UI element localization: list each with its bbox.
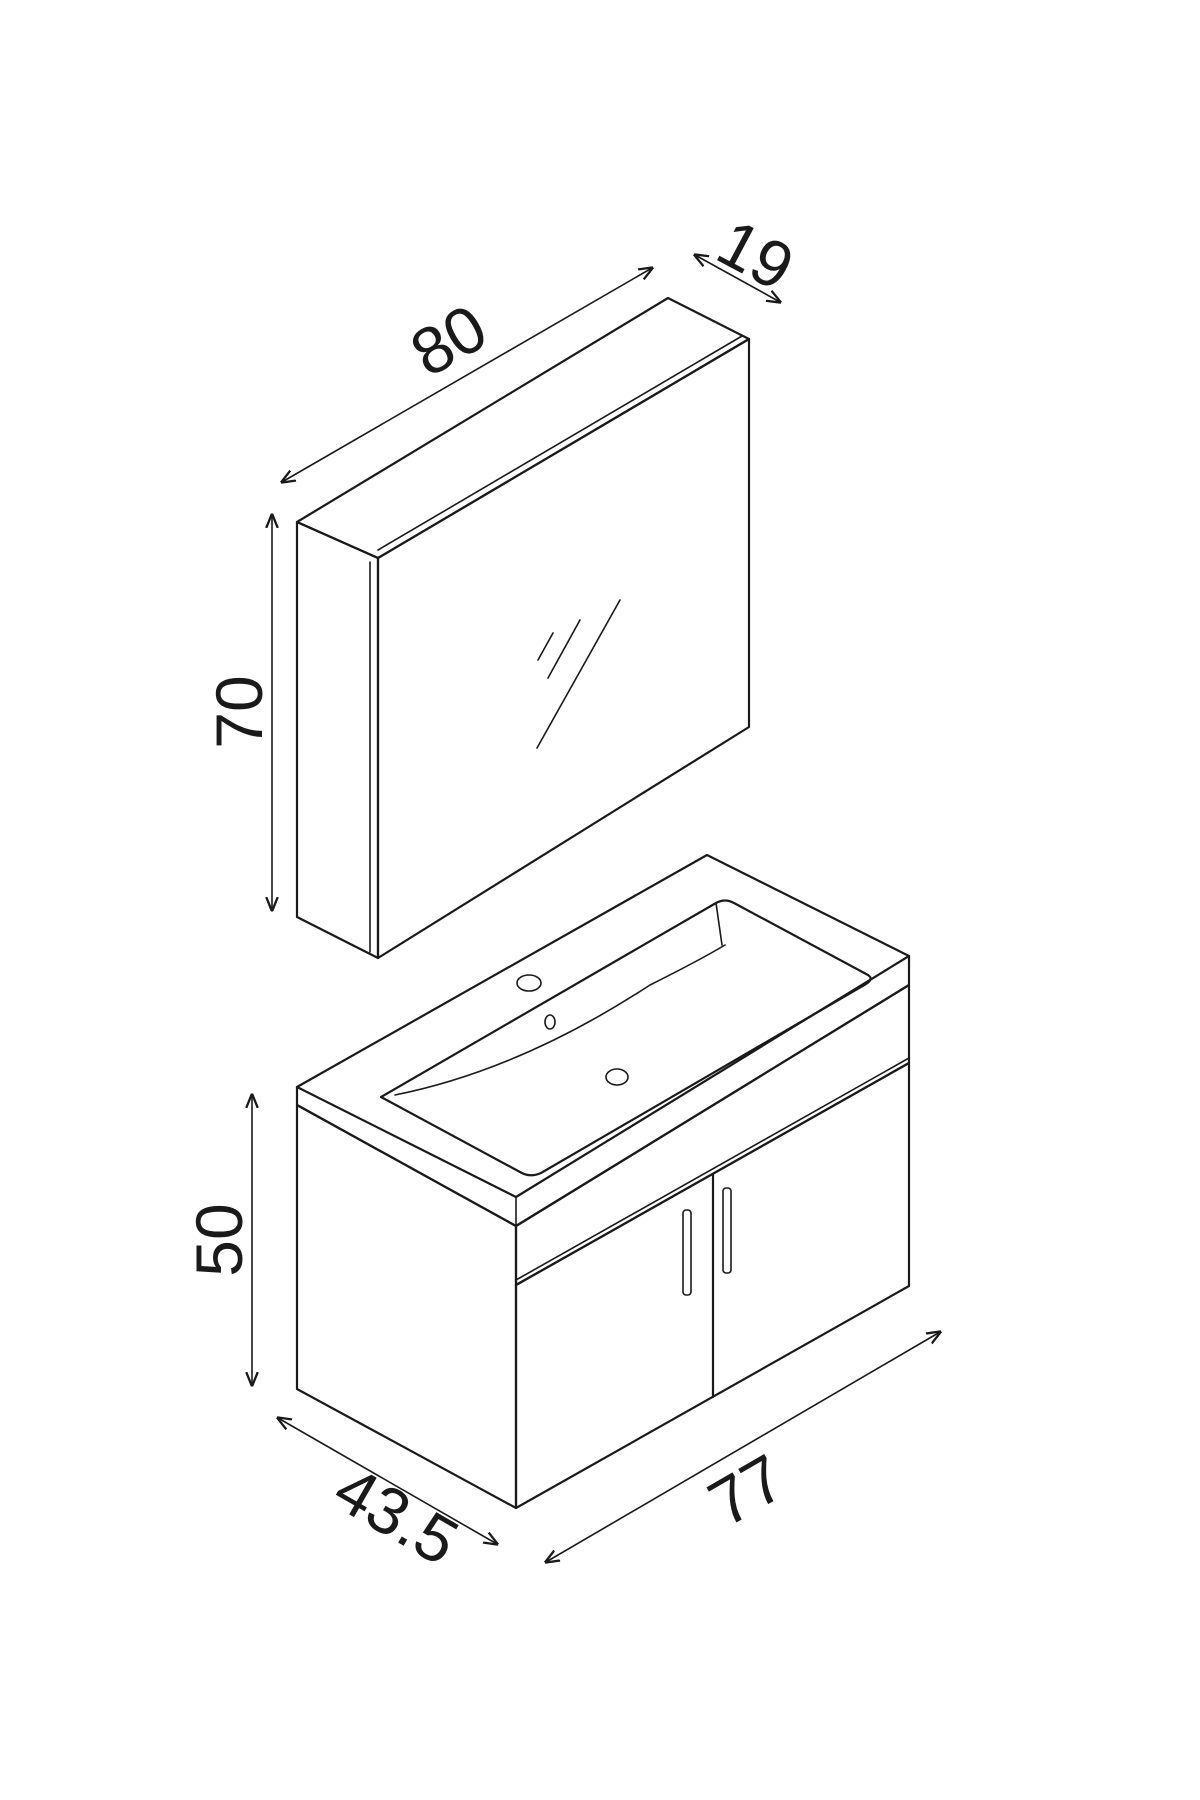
vanity-height-label: 50 (182, 1203, 256, 1276)
mirror-reflection-icon (536, 599, 621, 749)
vanity-cabinet-front (514, 1061, 911, 1510)
vanity-height-dimension: 50 (182, 1095, 256, 1385)
vanity-width-dimension: 77 (546, 1332, 940, 1562)
vanity-depth-dimension: 43.5 (278, 1418, 497, 1579)
vanity-countertop (295, 853, 911, 1199)
vanity-width-label: 77 (696, 1440, 797, 1541)
mirror-width-dimension: 80 (282, 268, 652, 482)
door-handle-left-icon (682, 1209, 692, 1296)
mirror-cabinet-top (295, 296, 751, 560)
vanity-unit (295, 853, 911, 1510)
mirror-cabinet (295, 296, 751, 960)
tap-hole-icon (516, 974, 542, 992)
mirror-height-label: 70 (202, 675, 276, 748)
overflow-hole-icon (544, 1014, 556, 1030)
drain-hole-icon (605, 1068, 629, 1086)
mirror-height-dimension: 70 (202, 515, 276, 910)
door-handle-right-icon (722, 1187, 732, 1274)
mirror-width-label: 80 (398, 290, 499, 391)
mirror-cabinet-side (295, 520, 380, 960)
mirror-depth-dimension: 19 (695, 205, 806, 305)
mirror-depth-label: 19 (706, 205, 806, 305)
vanity-basin (379, 899, 872, 1177)
